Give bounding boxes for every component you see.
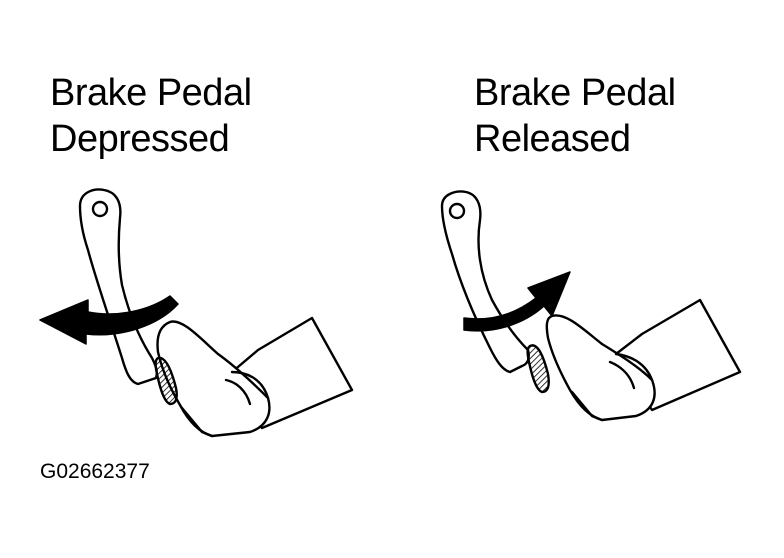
released-heel xyxy=(570,390,604,422)
depressed-title-line-1: Brake Pedal xyxy=(50,72,252,114)
depressed-pedal-pad xyxy=(154,356,178,406)
depressed-heel xyxy=(180,406,214,438)
depressed-ankle-cuff-inner xyxy=(224,378,252,406)
released-title-line-2: Released xyxy=(474,118,631,160)
depressed-pivot-hole xyxy=(91,200,109,218)
figure-code: G02662377 xyxy=(40,460,150,483)
depressed-shoe xyxy=(156,320,271,438)
depressed-title-line-2: Depressed xyxy=(50,118,230,160)
depressed-panel-title: Brake Pedal Depressed xyxy=(50,70,252,162)
depressed-illustration xyxy=(39,188,354,438)
depressed-ankle-cuff xyxy=(230,370,270,400)
released-pedal-pad xyxy=(526,344,550,394)
released-panel-title: Brake Pedal Released xyxy=(474,70,676,162)
released-illustration xyxy=(440,190,742,422)
released-title-line-1: Brake Pedal xyxy=(474,72,676,114)
depressed-rotation-arrow xyxy=(39,295,179,345)
released-ankle-cuff xyxy=(614,352,654,382)
released-rotation-arrow xyxy=(463,271,571,332)
depressed-pedal-lever xyxy=(78,188,158,386)
released-pivot-hole xyxy=(448,202,466,220)
released-shoe xyxy=(545,314,656,422)
released-ankle-cuff-inner xyxy=(608,360,636,390)
